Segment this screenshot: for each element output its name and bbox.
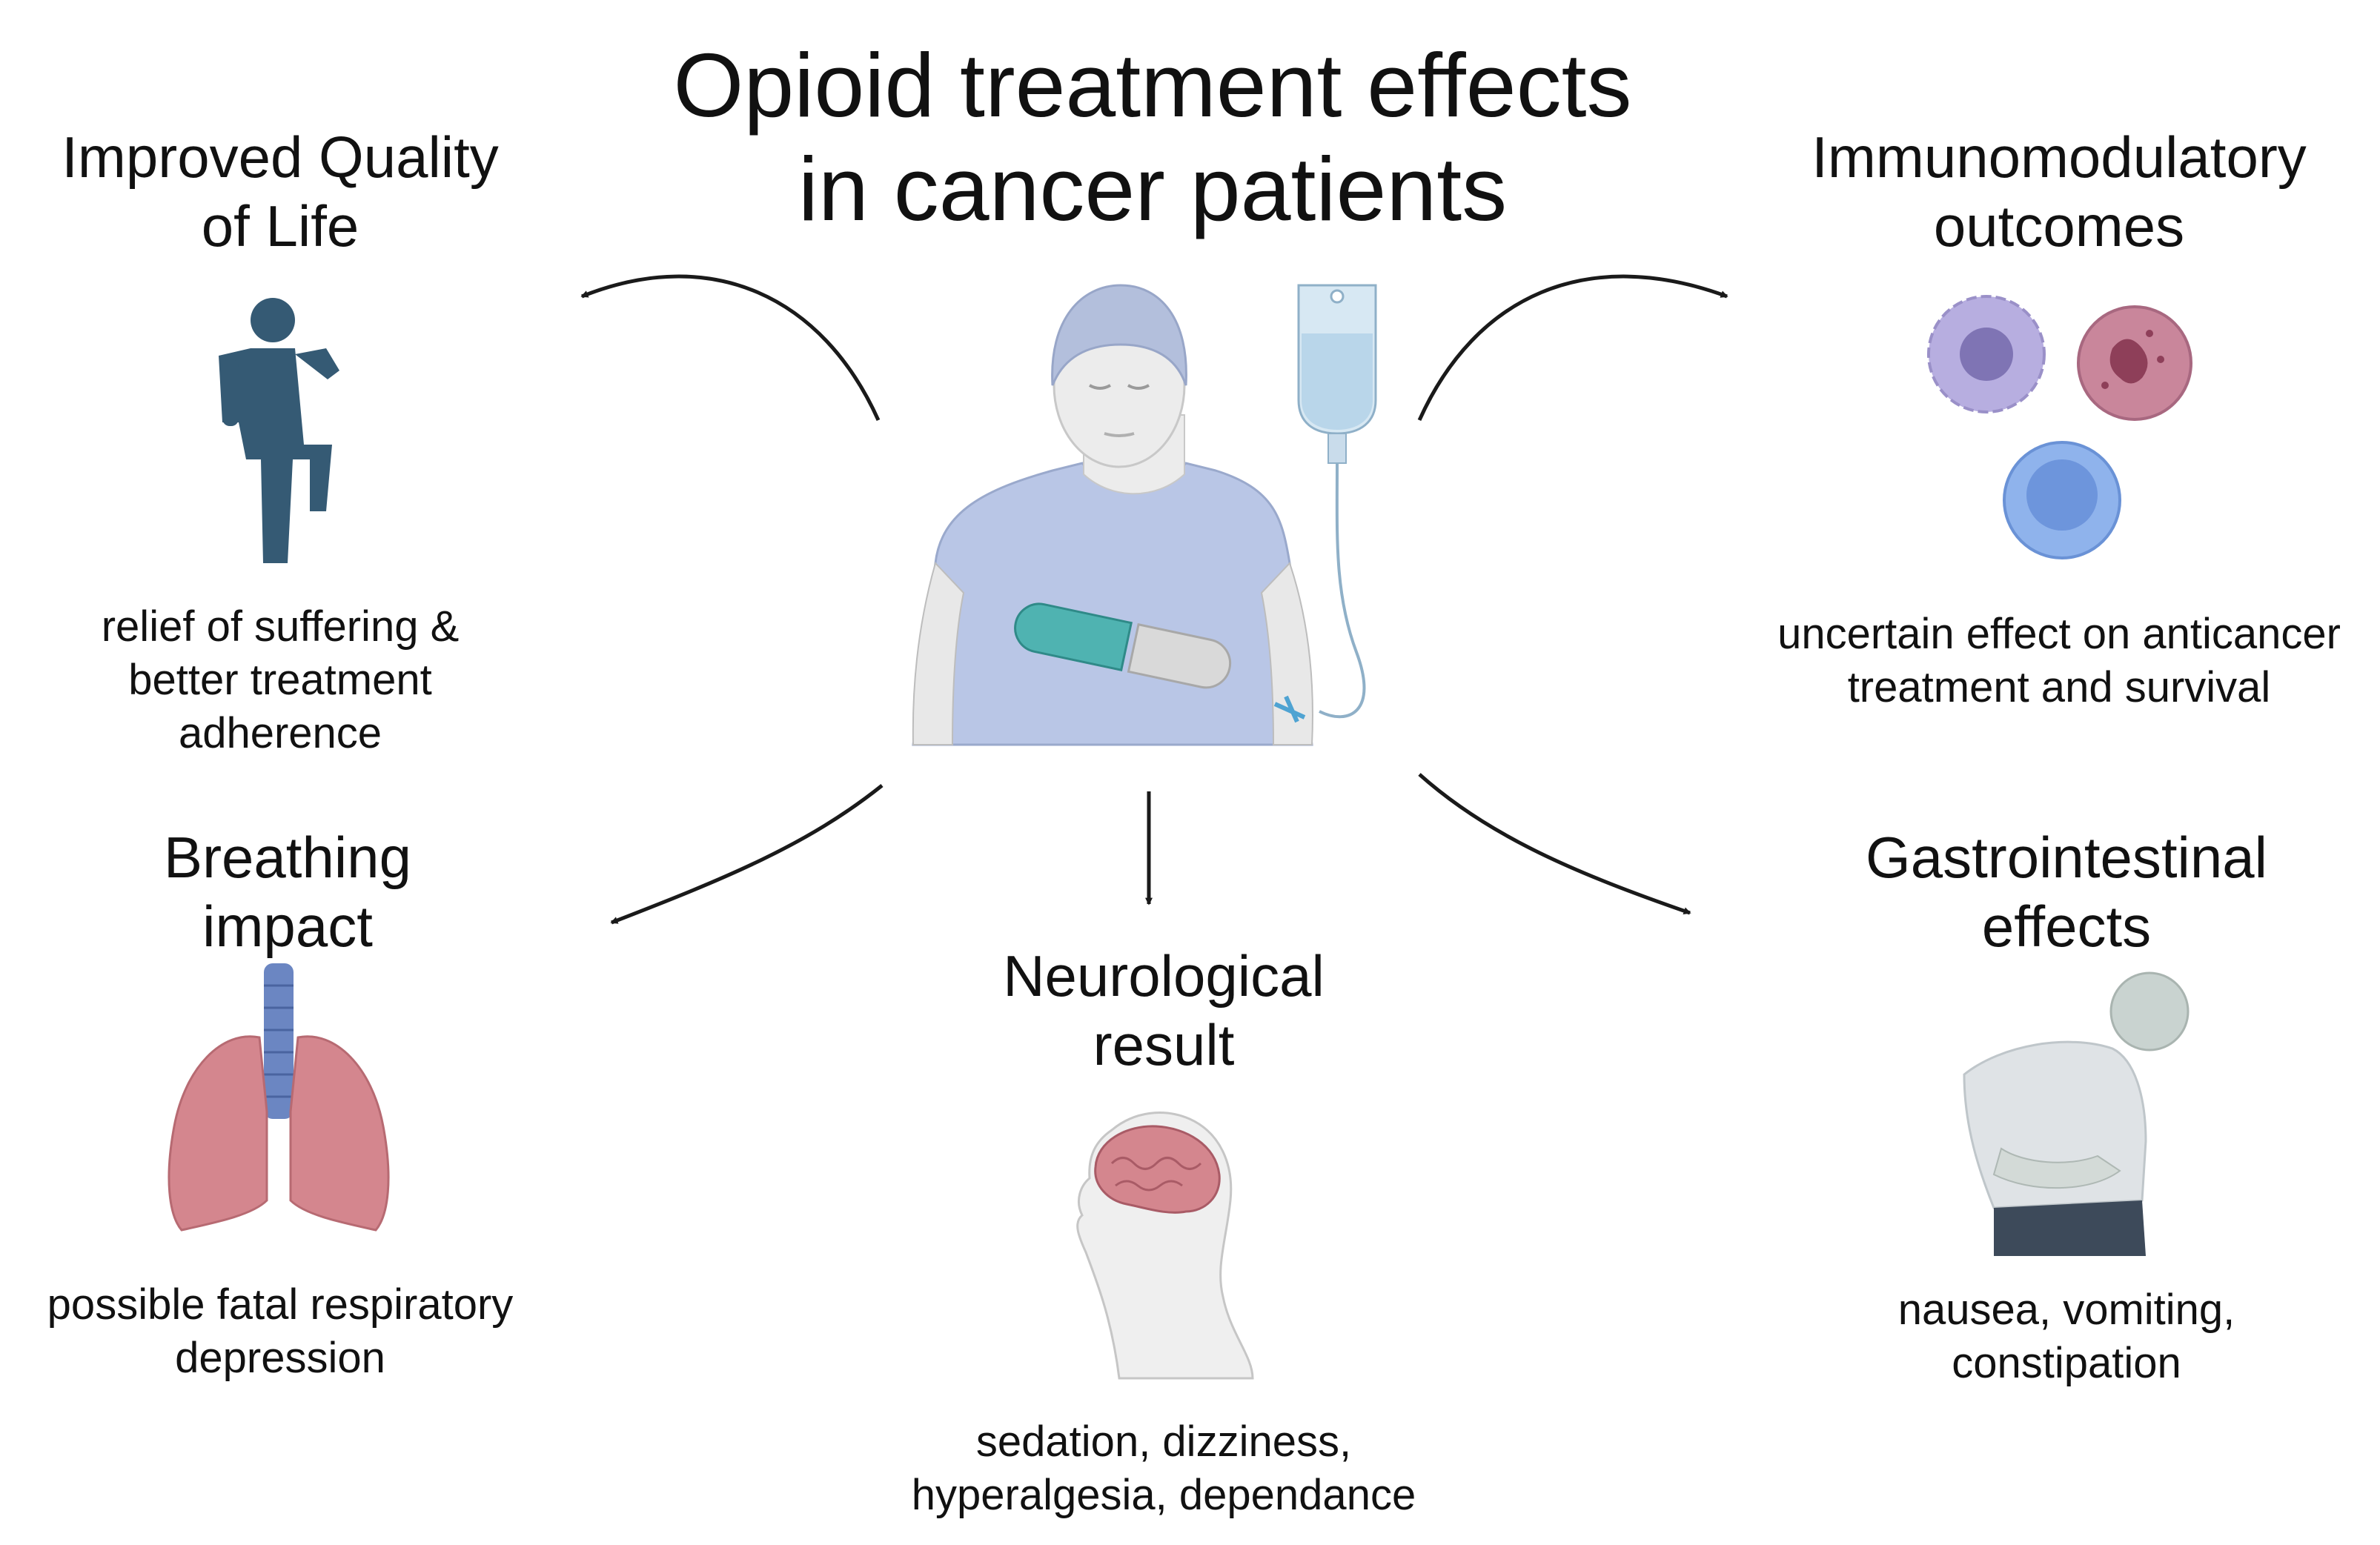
arrow-to-quality-of-life — [580, 274, 881, 422]
arrow-to-gastrointestinal — [1418, 773, 1691, 915]
neuro-heading-line-2: result — [1093, 1012, 1235, 1077]
immuno-heading-line-1: Immunomodulatory — [1811, 124, 2307, 190]
right-lung — [289, 1035, 390, 1232]
quality-description-line-1: relief of suffering & — [101, 602, 460, 651]
immuno-description-line-2: treatment and survival — [1847, 663, 2271, 711]
gastro-heading-line-2: effects — [1981, 894, 2152, 959]
quality-description-line-2: better treatment — [128, 656, 432, 704]
immune-cells-icon — [1927, 295, 2192, 559]
stomach-ache-person-icon — [1963, 971, 2190, 1256]
capsule-icon — [1014, 602, 1232, 689]
gi-head — [2109, 971, 2190, 1051]
patient-right-arm — [1260, 562, 1313, 745]
patient-with-iv-drip-icon — [912, 284, 1377, 746]
breathing-heading-line-2: impact — [202, 894, 373, 959]
gastro-heading-line-1: Gastrointestinal — [1866, 825, 2267, 890]
breathing-heading-line-1: Breathing — [164, 825, 411, 890]
breathing-description-line-2: depression — [175, 1334, 385, 1382]
walking-person-icon — [219, 298, 339, 563]
gastro-description-line-2: constipation — [1952, 1339, 2181, 1387]
breathing-description-line-1: possible fatal respiratory — [47, 1280, 514, 1329]
lungs-icon — [168, 963, 390, 1232]
diagram-title-line-2: in cancer patients — [798, 139, 1508, 239]
left-lung — [168, 1035, 268, 1232]
arrows — [580, 274, 1728, 925]
patient-headscarf — [1051, 284, 1187, 386]
trachea — [264, 963, 294, 1119]
brain — [1094, 1125, 1221, 1214]
brain-head-icon — [1076, 1112, 1254, 1380]
quality-heading-line-1: Improved Quality — [62, 124, 499, 190]
iv-bag-icon — [1273, 284, 1377, 723]
arrow-to-immunomodulatory — [1417, 274, 1728, 422]
patient-shirt — [912, 462, 1313, 746]
arrow-to-breathing — [610, 784, 884, 925]
gi-arm — [1992, 1147, 2121, 1189]
neuro-description-line-1: sedation, dizziness, — [975, 1418, 1352, 1466]
quality-heading-line-2: of Life — [201, 193, 359, 259]
patient-left-arm — [912, 562, 965, 745]
neuro-description-line-2: hyperalgesia, dependance — [911, 1471, 1416, 1519]
neuro-heading-line-1: Neurological — [1003, 943, 1325, 1009]
gastro-description-line-1: nausea, vomiting, — [1897, 1286, 2235, 1334]
gi-pants — [1994, 1200, 2146, 1256]
diagram-title-line-1: Opioid treatment effects — [673, 35, 1632, 136]
quality-description-line-3: adherence — [178, 709, 382, 757]
immuno-description-line-1: uncertain effect on anticancer — [1777, 610, 2341, 658]
immuno-heading-line-2: outcomes — [1933, 193, 2185, 259]
